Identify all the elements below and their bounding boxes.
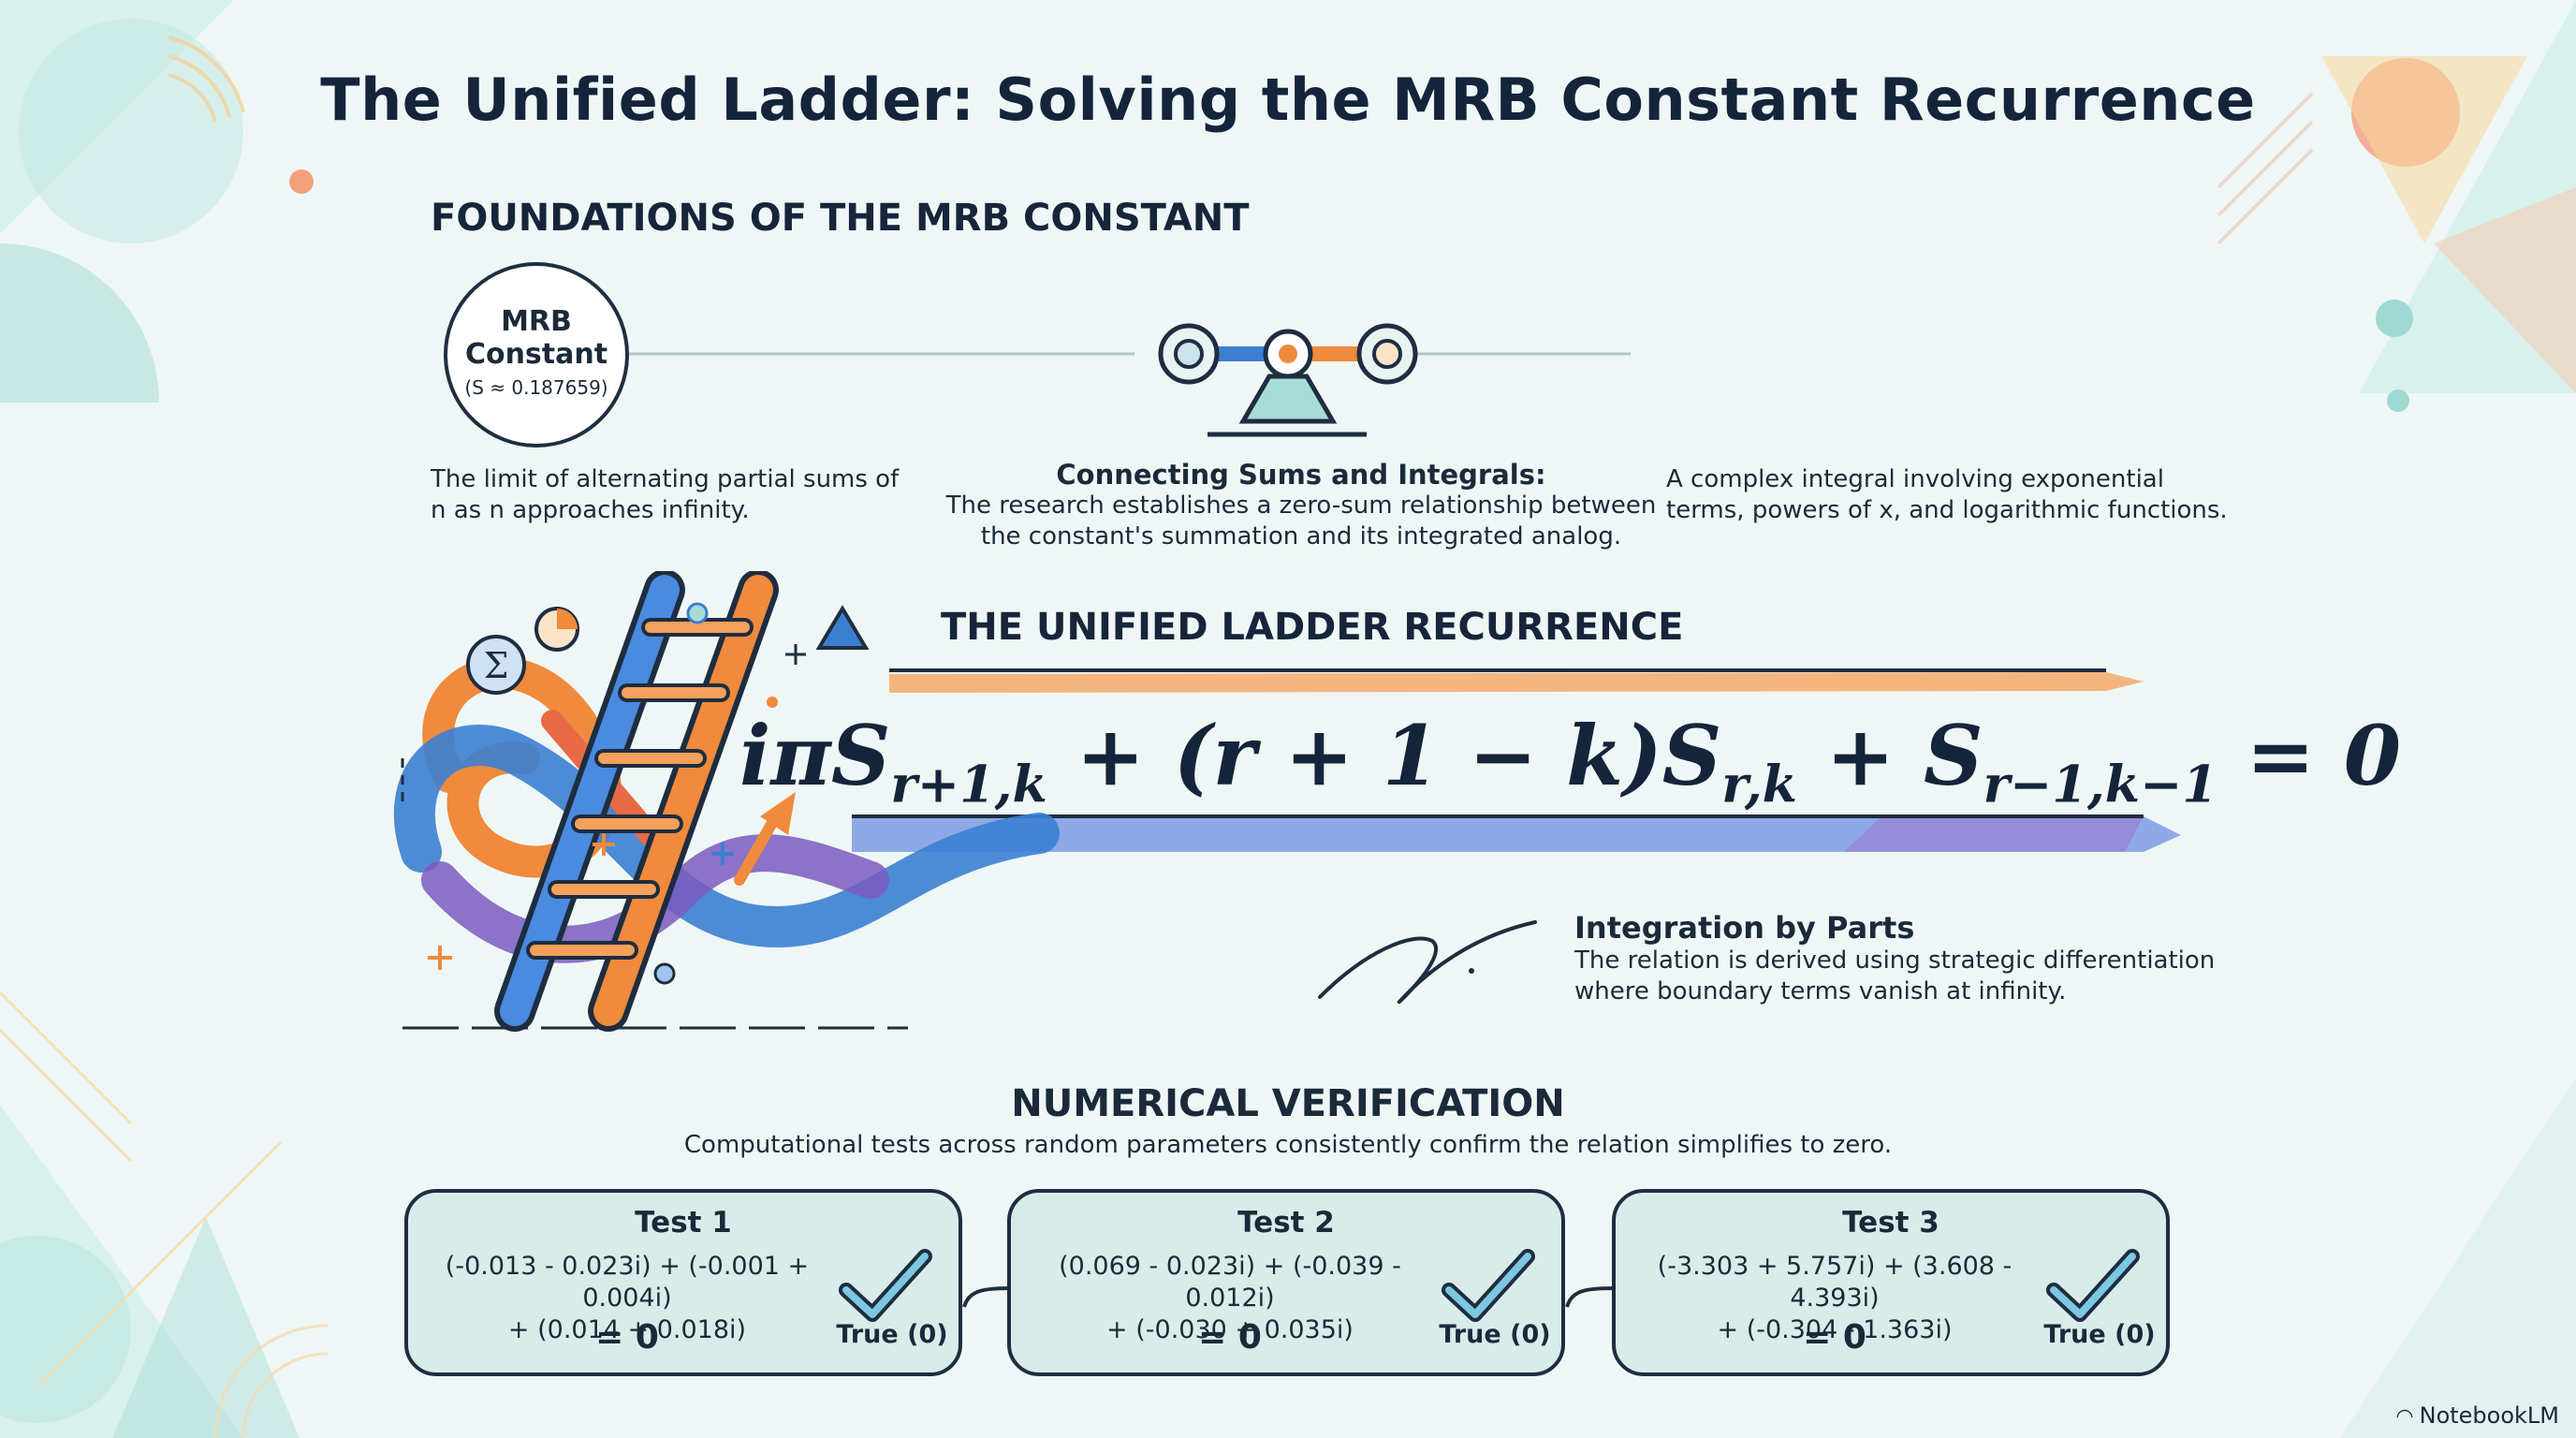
mrb-badge-line2: Constant (464, 338, 608, 371)
notebooklm-logo-icon: ◠ (2395, 1405, 2414, 1429)
recurrence-equation: iπSr+1,k + (r + 1 − k)Sr,k + Sr−1,k−1 = … (739, 707, 2401, 814)
eq-term4: = 0 (2217, 707, 2402, 804)
eq-sub3: r−1,k−1 (1983, 754, 2217, 814)
pie-chart-icon (534, 607, 579, 652)
test-expression: (0.069 - 0.023i) + (-0.039 - 0.012i) + (… (1024, 1251, 1436, 1346)
balance-scale-icon (1158, 323, 1418, 437)
foundations-heading: FOUNDATIONS OF THE MRB CONSTANT (431, 197, 1250, 240)
mrb-constant-badge: MRB Constant (S ≈ 0.187659) (444, 262, 629, 448)
test-card-2: Test 2 (0.069 - 0.023i) + (-0.039 - 0.01… (1007, 1189, 1565, 1376)
integral-description: A complex integral involving exponential… (1666, 465, 2228, 524)
test-title: Test 2 (1237, 1206, 1335, 1240)
test-expression-line1: (-3.303 + 5.757i) + (3.608 - 4.393i) (1657, 1252, 2012, 1313)
test-result: = 0 (1198, 1318, 1262, 1357)
ladder-illustration: Σ (393, 571, 2181, 1032)
test-expression: (-3.303 + 5.757i) + (3.608 - 4.393i) + (… (1629, 1251, 2041, 1346)
test-card-1: Test 1 (-0.013 - 0.023i) + (-0.001 + 0.0… (404, 1189, 962, 1376)
eq-term1: iπS (739, 707, 891, 804)
mrb-badge-line1: MRB (501, 305, 572, 338)
mrb-description: The limit of alternating partial sums of… (431, 465, 900, 524)
numerical-verification-description: Computational tests across random parame… (683, 1131, 1893, 1159)
test-expression: (-0.013 - 0.023i) + (-0.001 + 0.004i) + … (421, 1251, 833, 1346)
triangle-icon (815, 605, 870, 650)
checkmark-icon (839, 1249, 932, 1322)
integration-by-parts-title: Integration by Parts (1574, 910, 1915, 946)
test-expression-line1: (0.069 - 0.023i) + (-0.039 - 0.012i) (1059, 1252, 1401, 1313)
test-verdict: True (0) (2043, 1320, 2156, 1349)
test-verdict: True (0) (1439, 1320, 1551, 1349)
eq-term2: + (r + 1 − k)S (1046, 707, 1722, 804)
connecting-title: Connecting Sums and Integrals: (1056, 459, 1546, 491)
integration-by-parts-description: The relation is derived using strategic … (1574, 946, 2216, 1005)
checkmark-icon (2046, 1249, 2140, 1322)
svg-text:Σ: Σ (484, 645, 509, 686)
connector-lines (629, 352, 1631, 356)
test-expression-line2: + (-0.304 - 1.363i) (1717, 1315, 1953, 1344)
test-result: = 0 (1803, 1318, 1866, 1357)
connecting-description: The research establishes a zero-sum rela… (945, 492, 1657, 550)
signature-curve-icon (1318, 920, 1537, 1005)
test-result: = 0 (595, 1318, 659, 1357)
test-title: Test 1 (635, 1206, 732, 1240)
page-title: The Unified Ladder: Solving the MRB Cons… (320, 66, 2256, 134)
brand-watermark: ◠NotebookLM (2395, 1402, 2559, 1429)
numerical-verification-heading: NUMERICAL VERIFICATION (1011, 1082, 1565, 1125)
ladder-recurrence-heading: THE UNIFIED LADDER RECURRENCE (941, 606, 1684, 649)
checkmark-icon (1442, 1249, 1535, 1322)
test-expression-line2: + (-0.030 + 0.035i) (1106, 1315, 1354, 1344)
test-card-3: Test 3 (-3.303 + 5.757i) + (3.608 - 4.39… (1612, 1189, 2170, 1376)
eq-sub1: r+1,k (890, 754, 1047, 814)
test-expression-line2: + (0.014 + 0.018i) (507, 1315, 747, 1344)
test-verdict: True (0) (836, 1320, 948, 1349)
mrb-badge-value: (S ≈ 0.187659) (464, 376, 608, 399)
sigma-icon: Σ (466, 635, 526, 695)
test-title: Test 3 (1842, 1206, 1939, 1240)
test-expression-line1: (-0.013 - 0.023i) + (-0.001 + 0.004i) (445, 1252, 810, 1313)
brand-name: NotebookLM (2419, 1402, 2559, 1429)
eq-term3: + S (1797, 707, 1983, 804)
eq-sub2: r,k (1721, 754, 1798, 814)
